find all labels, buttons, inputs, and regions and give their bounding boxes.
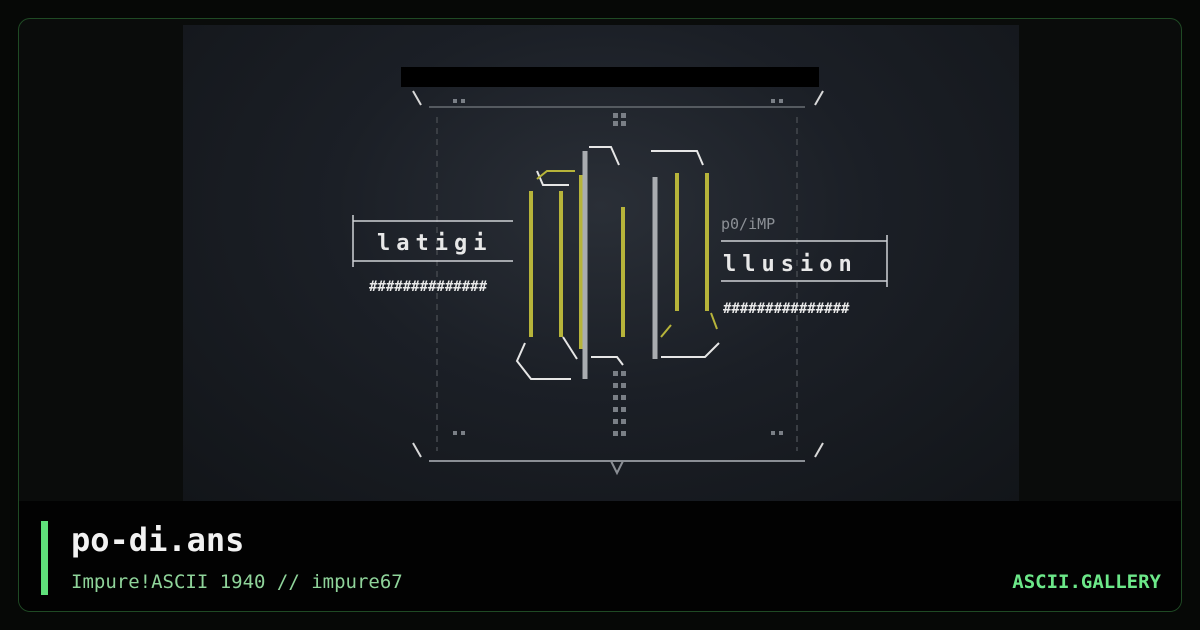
art-frame-lines <box>412 90 824 476</box>
ansi-artwork: latigi ############## p0/iMP llusion ###… <box>352 67 888 476</box>
share-card: latigi ############## p0/iMP llusion ###… <box>18 18 1182 612</box>
artwork-title[interactable]: po-di.ans <box>71 521 245 559</box>
center-glyph-accents <box>536 170 718 338</box>
left-hash-bar: ############## <box>369 279 488 295</box>
card-footer: po-di.ans Impure!ASCII 1940 // impure67 … <box>19 501 1181 611</box>
right-label-box <box>721 235 888 287</box>
artist-tag: p0/iMP <box>721 215 775 233</box>
right-label: llusion <box>723 252 858 277</box>
artwork-credits: Impure!ASCII 1940 // impure67 <box>71 571 403 593</box>
left-label-box <box>352 215 513 267</box>
left-label: latigi <box>377 231 492 256</box>
artwork-preview[interactable]: latigi ############## p0/iMP llusion ###… <box>183 25 1019 501</box>
accent-bar <box>41 521 48 595</box>
art-top-banner <box>401 67 819 87</box>
site-brand-link[interactable]: ASCII.GALLERY <box>1012 571 1161 593</box>
center-glyph-bars <box>529 173 709 349</box>
center-glyph-pillars <box>582 151 658 379</box>
center-glyph-outline <box>515 146 720 380</box>
art-dots <box>453 99 783 436</box>
right-hash-bar: ############### <box>723 301 850 317</box>
